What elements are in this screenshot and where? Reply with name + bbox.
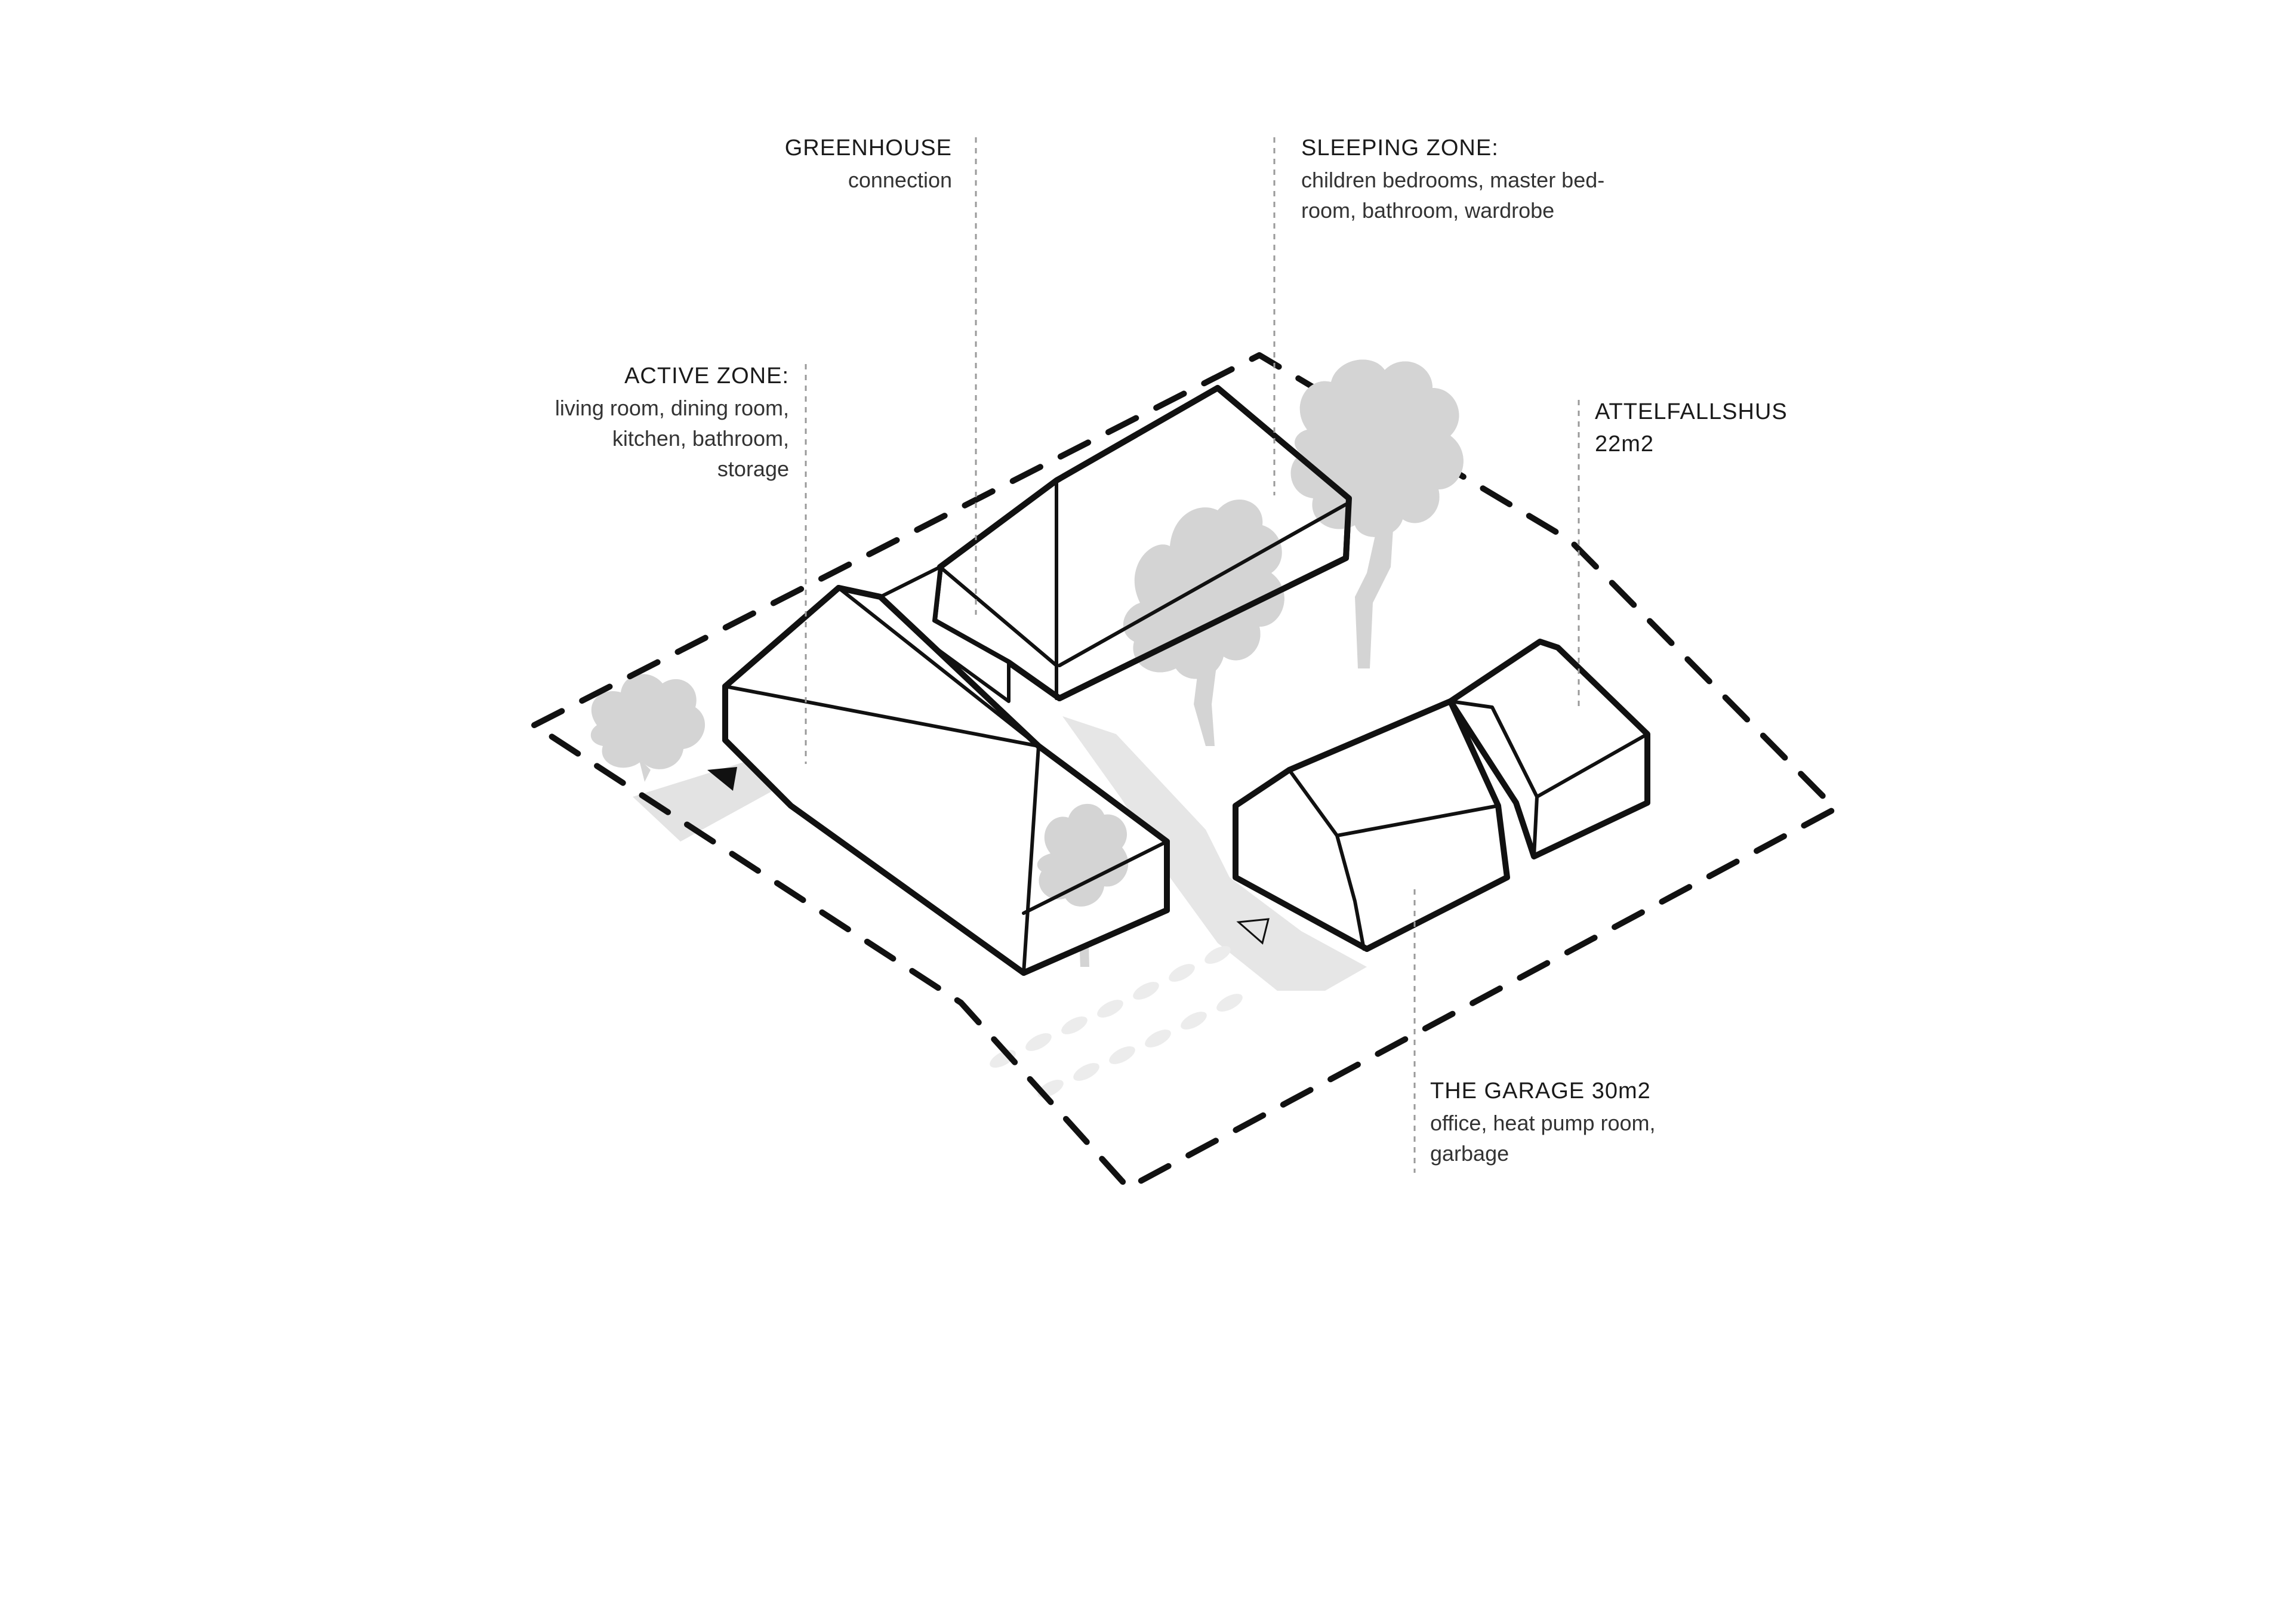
label-sleeping-line: children bedrooms, master bed- — [1301, 167, 1605, 192]
label-garage-line: garbage — [1430, 1141, 1509, 1166]
label-garage-title: THE GARAGE 30m2 — [1430, 1078, 1651, 1104]
label-attefall-line: 22m2 — [1595, 431, 1655, 457]
site-boundary — [531, 352, 1838, 1191]
label-active-title: ACTIVE ZONE: — [624, 363, 789, 389]
garage-entrance-marker — [1236, 918, 1270, 945]
label-sleeping-line: room, bathroom, wardrobe — [1301, 198, 1555, 223]
label-garage: THE GARAGE 30m2 office, heat pump room, … — [1430, 1076, 1656, 1169]
building-attefallshus — [1447, 639, 1650, 859]
tree-small-left — [590, 674, 706, 788]
entrance-markers — [707, 767, 1270, 945]
label-sleeping-title: SLEEPING ZONE: — [1301, 135, 1499, 161]
building-garage — [1233, 698, 1510, 952]
building-active-zone — [722, 585, 1170, 976]
label-active-line: kitchen, bathroom, — [612, 426, 789, 451]
building-sleeping-zone — [931, 359, 1464, 701]
label-greenhouse-line: connection — [848, 167, 952, 192]
label-active-line: storage — [717, 457, 789, 482]
label-greenhouse: GREENHOUSE connection — [785, 132, 952, 195]
label-garage-line: office, heat pump room, — [1430, 1110, 1656, 1135]
label-active-zone: ACTIVE ZONE: living room, dining room, k… — [555, 360, 789, 484]
label-attefallshus: ATTELFALLSHUS 22m2 — [1595, 396, 1788, 461]
label-active-line: living room, dining room, — [554, 395, 789, 420]
label-attefall-title: ATTELFALLSHUS — [1595, 399, 1788, 424]
leader-lines — [805, 137, 1580, 1173]
label-sleeping-zone: SLEEPING ZONE: children bedrooms, master… — [1301, 132, 1604, 226]
stepping-stones — [990, 946, 1243, 1098]
main-entrance-marker — [707, 767, 737, 791]
driveway-shadow — [1062, 716, 1367, 991]
label-greenhouse-title: GREENHOUSE — [784, 135, 952, 161]
